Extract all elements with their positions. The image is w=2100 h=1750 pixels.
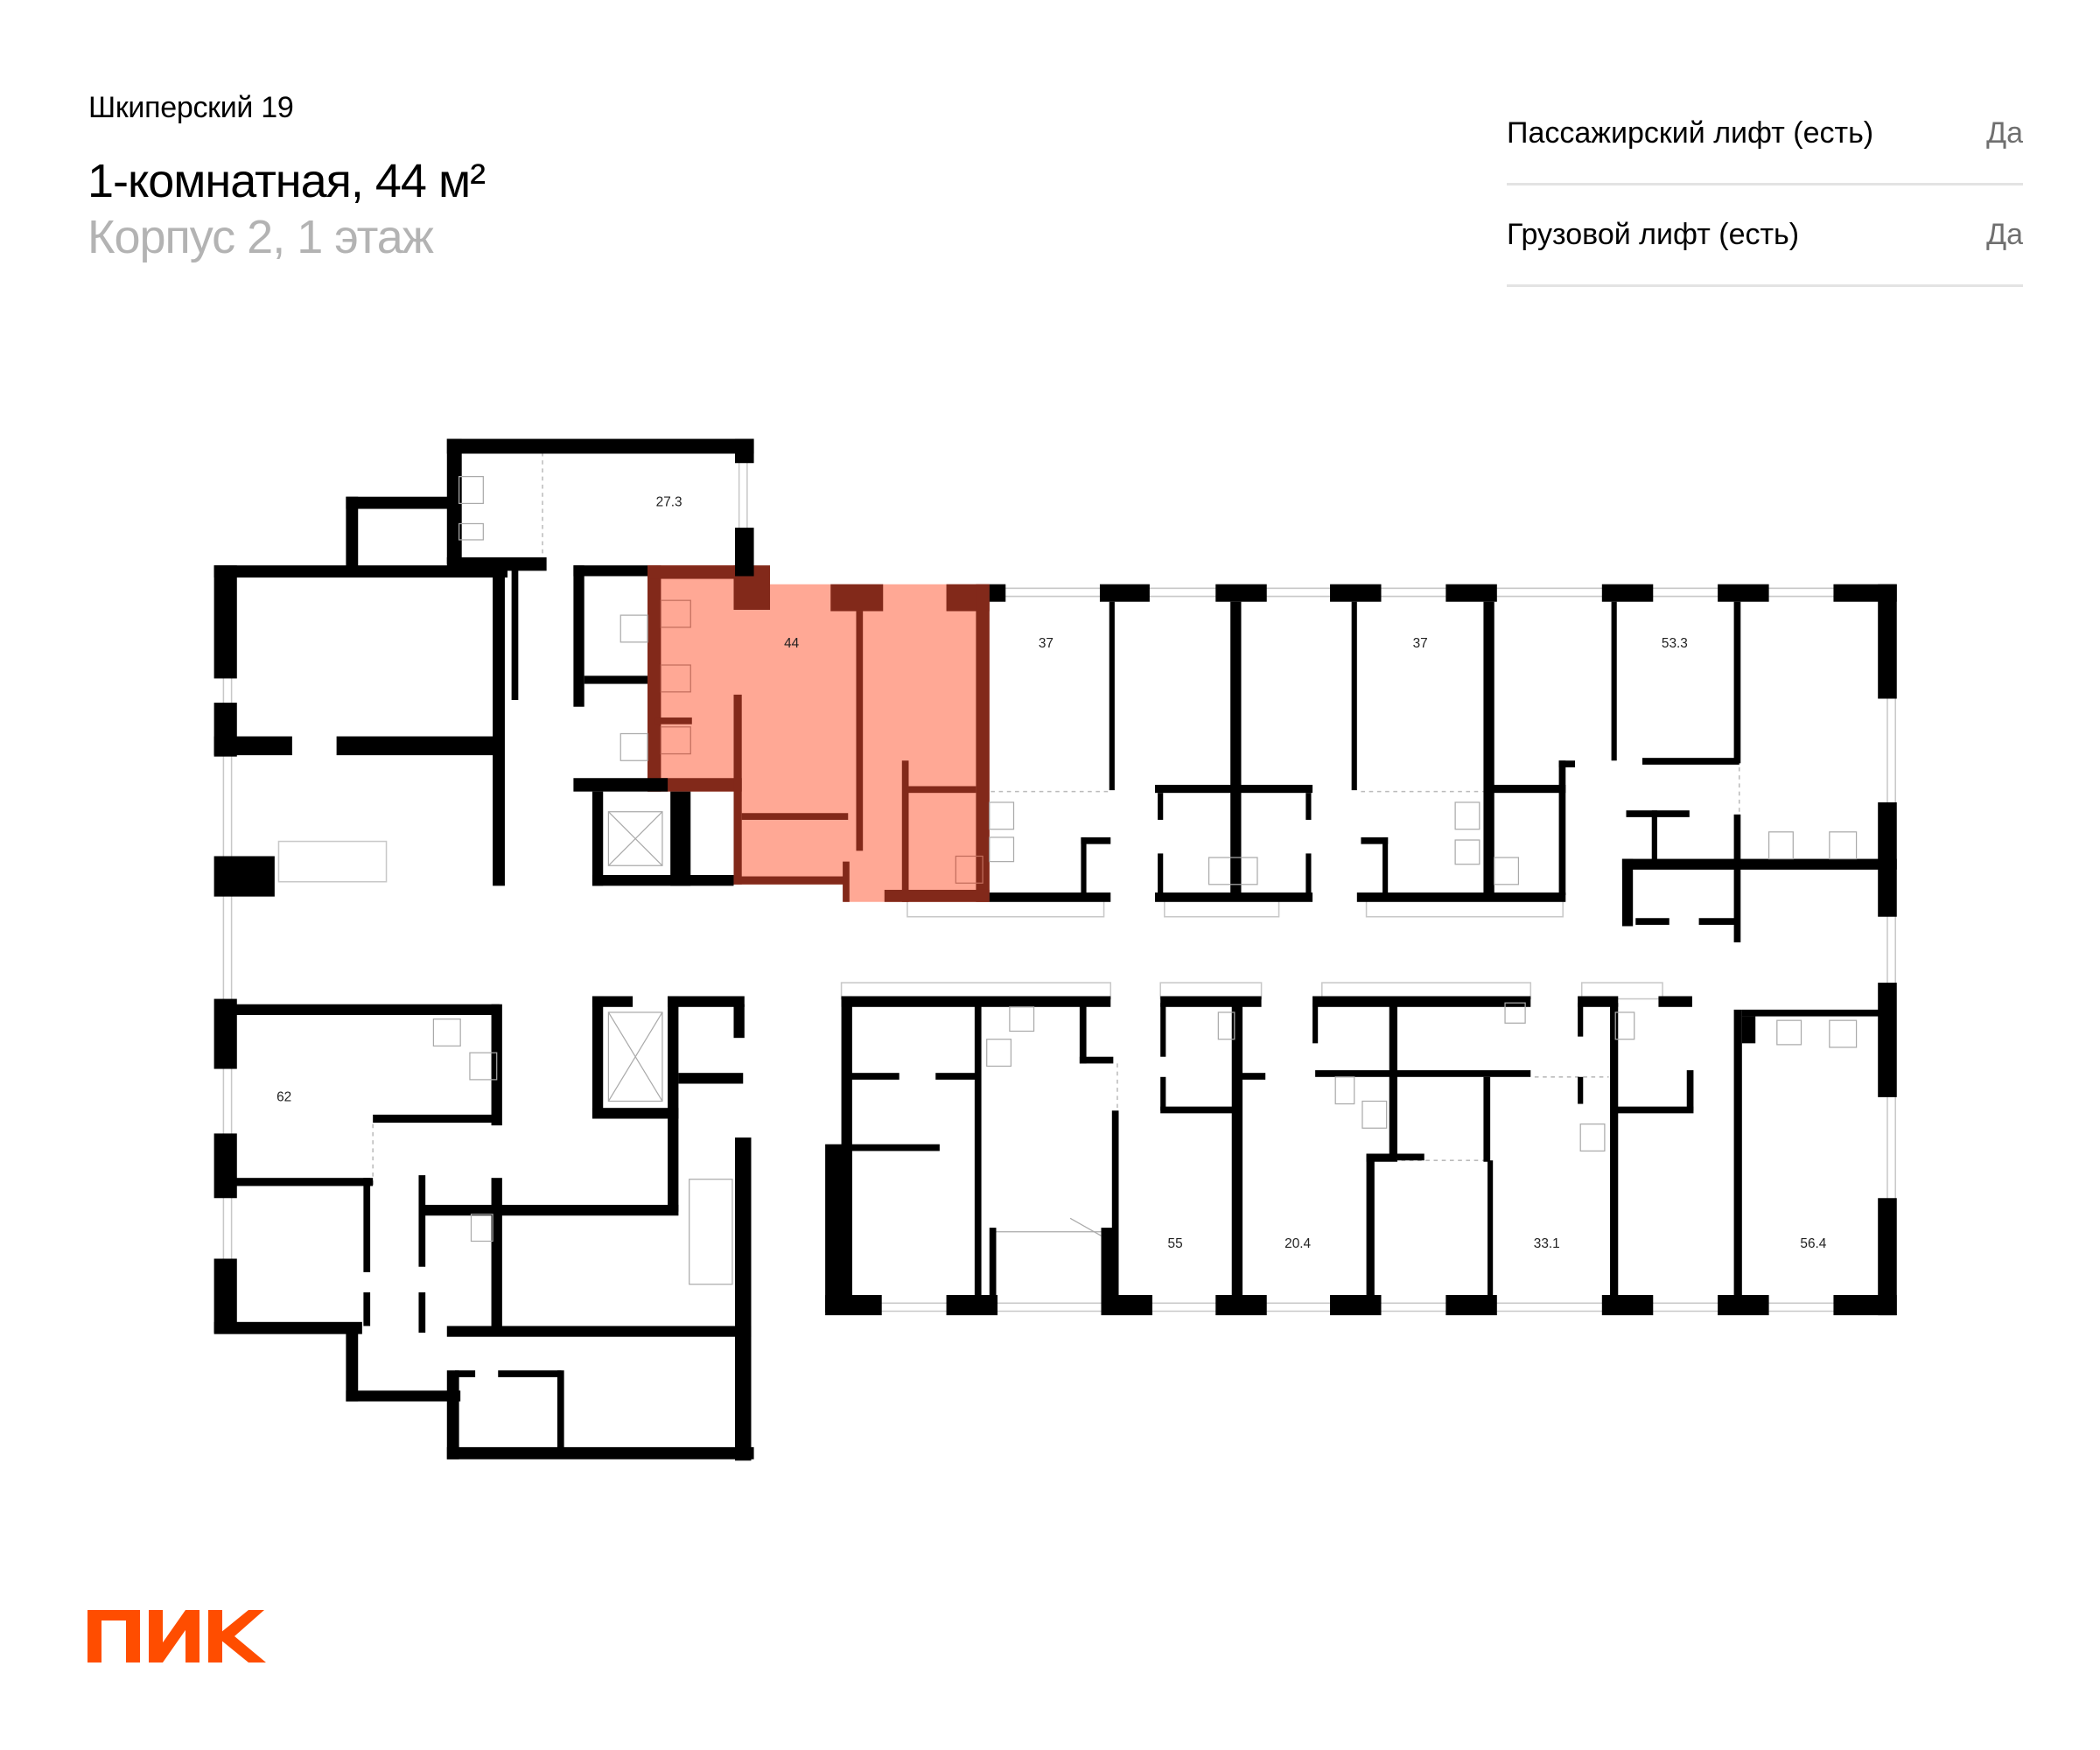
selected-apartment-44 — [648, 565, 990, 902]
area-label: 55 — [1168, 1236, 1183, 1251]
area-label: 27.3 — [656, 494, 682, 509]
properties-table: Пассажирский лифт (есть) Да Грузовой лиф… — [1507, 84, 2023, 287]
area-label: 56.4 — [1800, 1236, 1826, 1251]
pik-logo — [88, 1610, 267, 1669]
area-label: 20.4 — [1284, 1236, 1311, 1251]
property-value: Да — [1986, 218, 2023, 251]
area-label: 33.1 — [1534, 1236, 1560, 1251]
building-floor: Корпус 2, 1 этаж — [88, 211, 434, 263]
area-label: 37 — [1413, 636, 1428, 651]
property-row-freight-lift: Грузовой лифт (есть) Да — [1507, 186, 2023, 287]
area-label: 62 — [276, 1089, 291, 1104]
area-label: 53.3 — [1662, 636, 1688, 651]
property-value: Да — [1986, 116, 2023, 150]
property-row-passenger-lift: Пассажирский лифт (есть) Да — [1507, 84, 2023, 186]
property-label: Пассажирский лифт (есть) — [1507, 116, 1874, 150]
pik-logo-icon — [88, 1610, 266, 1662]
area-label: 37 — [1039, 636, 1054, 651]
apartment-title: 1-комнатная, 44 м² — [88, 155, 486, 207]
area-label-selected: 44 — [784, 636, 800, 651]
project-name: Шкиперский 19 — [88, 91, 294, 124]
property-label: Грузовой лифт (есть) — [1507, 218, 1800, 251]
